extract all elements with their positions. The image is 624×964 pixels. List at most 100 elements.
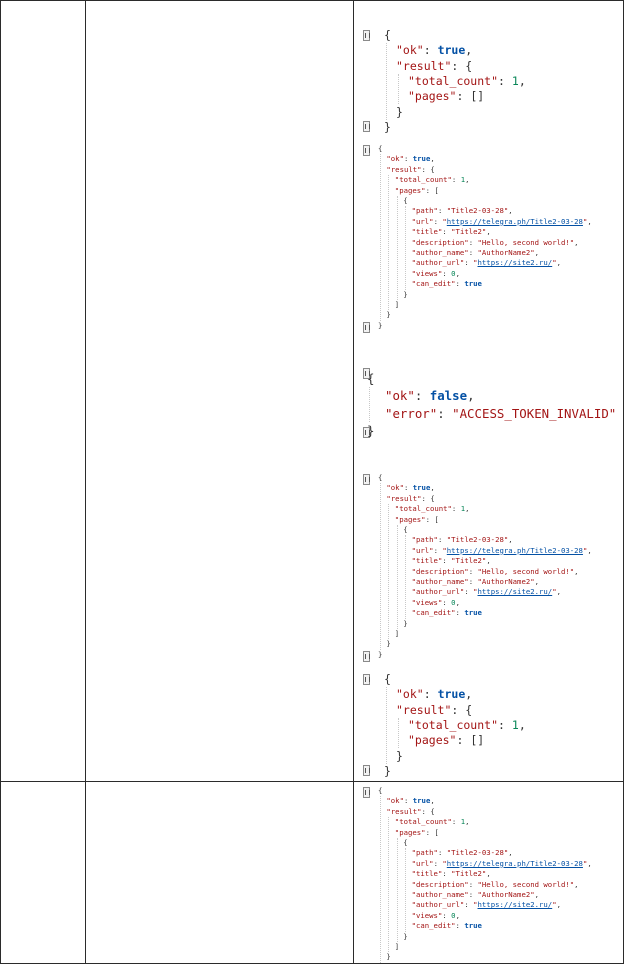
- code-token: ,: [465, 817, 470, 827]
- code-token: "can_edit": [411, 608, 456, 618]
- code-line: "url": "https://telegra.ph/Title2-03-28"…: [412, 859, 592, 869]
- code-line: "result": {: [386, 165, 434, 175]
- code-token: :: [423, 43, 438, 58]
- code-token: {: [403, 196, 408, 205]
- code-token: {: [378, 144, 383, 153]
- code-line: }: [403, 932, 407, 942]
- code-token: "author_url": [411, 258, 465, 268]
- code-token: :: [403, 796, 413, 806]
- code-token: ": [552, 900, 557, 910]
- code-token: :: [451, 504, 461, 514]
- expand-toggle-icon[interactable]: [363, 673, 370, 685]
- code-token: : [: [425, 514, 439, 524]
- code-token: : {: [421, 493, 435, 503]
- code-token: "ok": [386, 796, 404, 806]
- collapse-toggle-icon[interactable]: [363, 121, 370, 133]
- code-line: }: [386, 310, 390, 320]
- code-token: : [: [425, 827, 439, 837]
- row2-col3-cell: {"ok": true,"result": {"total_count": 1,…: [353, 781, 624, 964]
- code-line: {: [403, 525, 407, 535]
- expand-toggle-icon[interactable]: [363, 787, 370, 799]
- url-link[interactable]: https://telegra.ph/Title2-03-28: [446, 858, 583, 868]
- url-link[interactable]: https://telegra.ph/Title2-03-28: [446, 216, 583, 226]
- code-token: "description": [411, 566, 469, 576]
- code-token: ,: [556, 258, 562, 268]
- code-token: :: [498, 717, 512, 732]
- code-token: "title": [411, 869, 443, 879]
- code-token: "total_count": [394, 817, 452, 827]
- code-token: ]: [394, 629, 400, 638]
- collapse-toggle-icon[interactable]: [363, 650, 370, 662]
- expand-toggle-icon[interactable]: [363, 29, 370, 41]
- collapse-toggle-icon[interactable]: [363, 321, 370, 333]
- code-token: true: [464, 608, 482, 618]
- code-line: {: [378, 473, 382, 483]
- code-token: "url": [411, 858, 434, 868]
- code-token: true: [464, 279, 482, 289]
- code-token: true: [437, 43, 466, 58]
- code-token: "ok": [396, 687, 424, 702]
- code-token: true: [412, 154, 431, 164]
- url-link[interactable]: https://telegra.ph/Title2-03-28: [446, 545, 583, 555]
- code-token: "total_count": [408, 73, 499, 88]
- expand-toggle-icon[interactable]: [363, 367, 370, 379]
- code-token: ,: [534, 577, 540, 586]
- code-token: "can_edit": [411, 921, 456, 931]
- expand-toggle-icon[interactable]: [363, 474, 370, 486]
- code-token: true: [412, 796, 431, 806]
- code-token: }: [386, 310, 391, 320]
- code-token: "Title2": [451, 556, 487, 566]
- expand-toggle-icon[interactable]: [363, 145, 370, 157]
- url-link[interactable]: https://site2.ru/: [477, 900, 553, 910]
- code-token: ,: [486, 556, 491, 566]
- collapse-toggle-icon[interactable]: [363, 765, 370, 777]
- indent-guide: [405, 535, 407, 619]
- collapse-toggle-icon[interactable]: [363, 427, 370, 439]
- code-line: {: [378, 786, 382, 796]
- code-token: :: [433, 545, 443, 555]
- code-line: "description": "Hello, second world!",: [412, 567, 579, 577]
- code-token: }: [403, 289, 408, 299]
- code-token: ]: [394, 300, 400, 309]
- code-token: ": [582, 858, 588, 868]
- indent-guide: [388, 504, 390, 640]
- code-token: ": [442, 858, 447, 868]
- code-line: "title": "Title2",: [412, 227, 491, 237]
- code-token: "ok": [386, 154, 404, 164]
- code-line: ]: [395, 300, 399, 310]
- code-token: ,: [534, 248, 540, 257]
- url-link[interactable]: https://site2.ru/: [477, 258, 553, 268]
- code-line: "views": 0,: [412, 598, 460, 608]
- code-line: "result": {: [386, 494, 434, 504]
- code-line: "author_name": "AuthorName2",: [412, 890, 539, 900]
- code-token: :: [498, 73, 512, 88]
- code-token: :: [468, 879, 478, 889]
- code-token: {: [378, 473, 383, 482]
- code-token: :: [451, 175, 461, 185]
- code-line: {: [384, 672, 391, 687]
- code-token: "result": [396, 702, 452, 717]
- code-token: ": [552, 258, 557, 268]
- code-token: 1: [460, 817, 466, 827]
- code-token: 0: [451, 910, 456, 920]
- code-token: :: [442, 869, 452, 879]
- code-token: "author_name": [411, 248, 469, 257]
- code-line: ]: [395, 629, 399, 639]
- code-token: }: [384, 763, 391, 778]
- code-token: {: [384, 672, 391, 686]
- code-token: ,: [465, 504, 470, 514]
- code-token: ,: [486, 869, 491, 879]
- code-token: ,: [587, 545, 592, 555]
- code-token: :: [468, 890, 478, 899]
- row2-col1-cell: [0, 781, 86, 964]
- code-token: "error": [385, 405, 438, 421]
- code-token: false: [429, 388, 468, 403]
- code-token: true: [437, 687, 466, 702]
- row1-col3-cell: {"ok": true,"result": {"total_count": 1,…: [353, 0, 624, 782]
- code-token: ": [473, 900, 478, 910]
- code-line: "ok": true,: [396, 43, 472, 58]
- code-token: ,: [465, 175, 470, 185]
- url-link[interactable]: https://site2.ru/: [477, 587, 553, 597]
- code-token: "title": [411, 227, 443, 237]
- code-token: :: [437, 848, 447, 858]
